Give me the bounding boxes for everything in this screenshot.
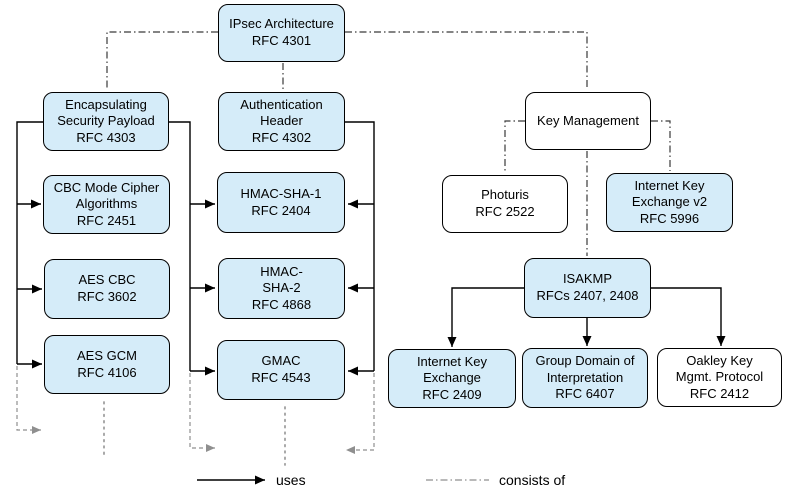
node-ikev2: Internet Key Exchange v2 RFC 5996 — [606, 173, 733, 232]
connector-isakmp-to-ike — [447, 287, 524, 347]
node-aes-gcm: AES GCM RFC 4106 — [44, 335, 170, 394]
node-ike: Internet Key Exchange RFC 2409 — [388, 349, 516, 408]
continuation-left-spine — [16, 366, 41, 434]
legend-consists-of-label: consists of — [499, 472, 566, 488]
connector-esp-middle-spine — [169, 121, 191, 371]
node-photuris: Photuris RFC 2522 — [442, 175, 568, 233]
node-hmac-sha1: HMAC-SHA-1 RFC 2404 — [217, 172, 345, 233]
node-ah: Authentication Header RFC 4302 — [218, 92, 345, 151]
connector-km-to-photuris — [504, 120, 525, 173]
node-oakley: Oakley Key Mgmt. Protocol RFC 2412 — [657, 348, 782, 407]
node-ipsec-architecture: IPsec Architecture RFC 4301 — [218, 4, 345, 62]
continuation-middle-left-spine — [189, 373, 215, 452]
legend-uses-label: uses — [276, 472, 306, 488]
connector-km-to-ikev2 — [651, 120, 671, 171]
connector-ipsec-to-esp — [106, 31, 218, 90]
node-key-management: Key Management — [525, 92, 651, 150]
node-isakmp: ISAKMP RFCs 2407, 2408 — [524, 258, 651, 318]
connector-ipsec-to-key-management — [345, 31, 588, 90]
node-gdoi: Group Domain of Interpretation RFC 6407 — [522, 348, 648, 408]
continuation-middle-right-spine — [346, 373, 375, 454]
connector-esp-left-spine — [16, 121, 43, 364]
connector-ah-right-spine — [345, 121, 375, 371]
connector-isakmp-to-oakley — [651, 287, 726, 346]
node-gmac: GMAC RFC 4543 — [217, 340, 345, 400]
node-aes-cbc: AES CBC RFC 3602 — [44, 259, 170, 319]
node-cbc-mode: CBC Mode Cipher Algorithms RFC 2451 — [43, 175, 170, 234]
node-hmac-sha2: HMAC- SHA-2 RFC 4868 — [218, 258, 345, 319]
node-esp: Encapsulating Security Payload RFC 4303 — [43, 92, 169, 151]
